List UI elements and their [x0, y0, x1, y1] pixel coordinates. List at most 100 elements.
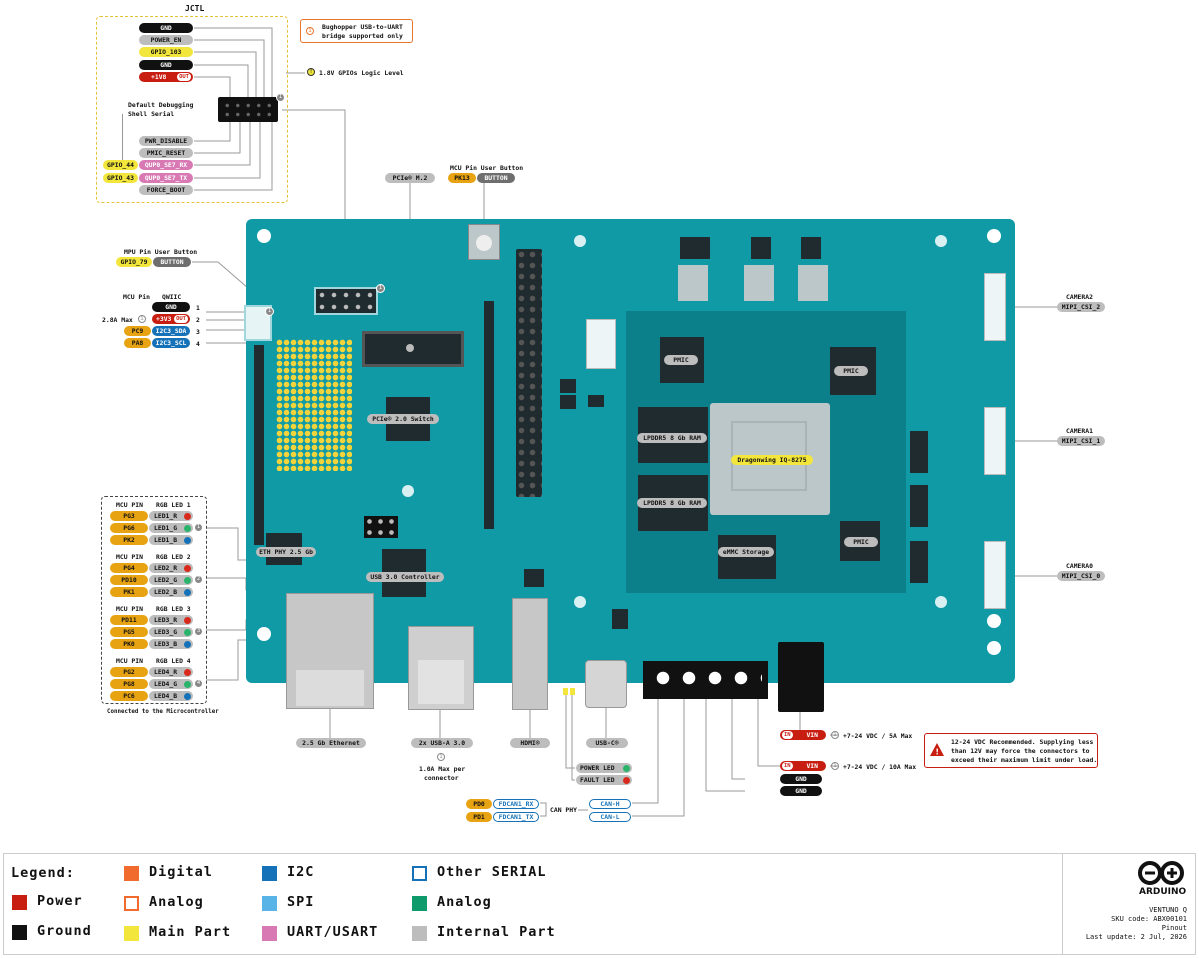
terminal-screws — [650, 669, 762, 687]
legend-label: SPI — [287, 894, 315, 910]
rgb-led-name: LED2_G — [149, 575, 193, 585]
legend-swatch — [262, 866, 277, 881]
led-color-icon — [184, 692, 191, 700]
warning-icon: ! — [307, 68, 315, 76]
brand-name: ARDUINO — [1139, 887, 1187, 897]
legend-label: Power — [37, 893, 83, 909]
can-tx-name: FDCAN1_TX — [493, 812, 539, 822]
rgb-led-name: LED1_B — [149, 535, 193, 545]
debug-label-2: Shell Serial — [128, 110, 175, 118]
vin1-note: +7-24 VDC / 5A Max — [843, 732, 913, 740]
info-icon: i — [831, 762, 839, 770]
rgb-led-name: LED2_B — [149, 587, 193, 597]
rgb-led-name: LED4_G — [149, 679, 193, 689]
qwiic-pc9: PC9 — [124, 326, 151, 336]
usb-note-2: connector — [424, 774, 459, 782]
mount-hole — [935, 596, 947, 608]
pad-grid — [276, 339, 352, 471]
info-icon: i — [138, 315, 146, 323]
inductor — [744, 265, 774, 301]
legend-swatch — [262, 926, 277, 941]
jctl-pin-force-boot: FORCE_BOOT — [139, 185, 193, 195]
camera2-connector — [984, 273, 1006, 341]
jctl-panel — [96, 16, 288, 203]
legend-label: Digital — [149, 864, 213, 880]
side-chip — [910, 485, 928, 527]
bridge-note-box — [300, 19, 413, 43]
camera1-connector — [984, 407, 1006, 475]
small-chip — [560, 395, 576, 409]
usb-controller-label: USB 3.0 Controller — [366, 572, 444, 582]
info-icon: i — [437, 753, 445, 761]
jctl-header-number: 1 — [276, 93, 285, 102]
warning-line-2: than 12V may force the connectors to — [951, 747, 1090, 755]
fault-led-text: FAULT LED — [580, 776, 615, 784]
two-by-three-header — [364, 516, 398, 538]
jctl-gpio43: GPIO_43 — [103, 173, 138, 183]
jctl-pin-gpio103: GPIO_103 — [139, 47, 193, 57]
top-chip — [801, 237, 821, 259]
m2-anchor — [406, 344, 414, 352]
vin1-pill: IN VIN — [780, 730, 826, 740]
rgb-led-name: LED3_G — [149, 627, 193, 637]
bridge-note-2: bridge supported only — [322, 32, 403, 40]
power-led-marker — [563, 688, 568, 695]
rgb-group-title: RGB LED 3 — [156, 605, 191, 613]
qwiic-3v3-label: +3V3 — [156, 315, 172, 323]
camera2-name: MIPI_CSI_2 — [1057, 302, 1105, 312]
rgb-led-name: LED3_B — [149, 639, 193, 649]
rgb-led-label: LED1_G — [154, 524, 178, 532]
legend-swatch — [124, 896, 139, 911]
qwiic-num-2: 2 — [196, 316, 200, 324]
mount-hole — [987, 229, 1001, 243]
legend-label: I2C — [287, 864, 315, 880]
inductor — [678, 265, 708, 301]
qwiic-connector-number: 1 — [265, 307, 274, 316]
user-button-cap — [476, 235, 492, 251]
led-color-icon — [184, 524, 191, 532]
qwiic-pa8: PA8 — [124, 338, 151, 348]
rgb-group-number: 3 — [194, 627, 203, 636]
gpio-header — [516, 249, 542, 497]
pmic2-label: PMIC — [834, 366, 868, 376]
qwiic-scl: I2C3_SCL — [152, 338, 190, 348]
qwiic-num-3: 3 — [196, 328, 200, 336]
jctl-header-pins — [222, 101, 276, 119]
pmic3-label: PMIC — [844, 537, 878, 547]
jctl-pin-pwr-disable: PWR_DISABLE — [139, 136, 193, 146]
usb-note-1: 1.0A Max per — [419, 765, 466, 773]
mpu-button-title: MPU Pin User Button — [124, 248, 198, 256]
rgb-group-number-text: 3 — [196, 628, 201, 634]
vin2-tag: IN — [782, 762, 793, 770]
rgb-group-number-text: 4 — [196, 680, 201, 686]
legend-swatch — [124, 926, 139, 941]
rgb-mcu-pin: PG6 — [110, 523, 148, 533]
camera1-title: CAMERA1 — [1066, 427, 1093, 435]
emmc-label: eMMC Storage — [718, 547, 774, 557]
qwiic-3v3: +3V3 OUT — [152, 314, 190, 324]
top-chip — [751, 237, 771, 259]
mcu-button-title: MCU Pin User Button — [450, 164, 524, 172]
vin2-pill: IN VIN — [780, 761, 826, 771]
ethernet-port-inner — [296, 670, 364, 706]
rgb-led-name: LED1_G — [149, 523, 193, 533]
bridge-note-1: Bughopper USB-to-UART — [322, 23, 403, 31]
power-led-label: POWER LED — [576, 763, 632, 773]
qwiic-connector-number-text: 1 — [267, 308, 272, 314]
camera2-title: CAMERA2 — [1066, 293, 1093, 301]
rgb-mcu-pin: PG8 — [110, 679, 148, 689]
can-l-label: CAN-L — [589, 812, 631, 822]
out-tag: OUT — [174, 315, 188, 323]
rgb-col-mcu: MCU PIN — [116, 657, 143, 665]
led-color-icon — [184, 576, 191, 584]
legend-label: Internal Part — [437, 924, 556, 940]
ethernet-label: 2.5 Gb Ethernet — [296, 738, 366, 748]
led-color-icon — [184, 616, 191, 624]
qwiic-num-4: 4 — [196, 340, 200, 348]
info-icon: i — [306, 27, 314, 35]
legend-label: Analog — [149, 894, 204, 910]
jctl-pin-rx: QUP0_SE7_RX — [139, 160, 193, 170]
led-color-icon — [184, 512, 191, 520]
board-header — [314, 287, 378, 315]
hdmi-label: HDMI® — [510, 738, 550, 748]
